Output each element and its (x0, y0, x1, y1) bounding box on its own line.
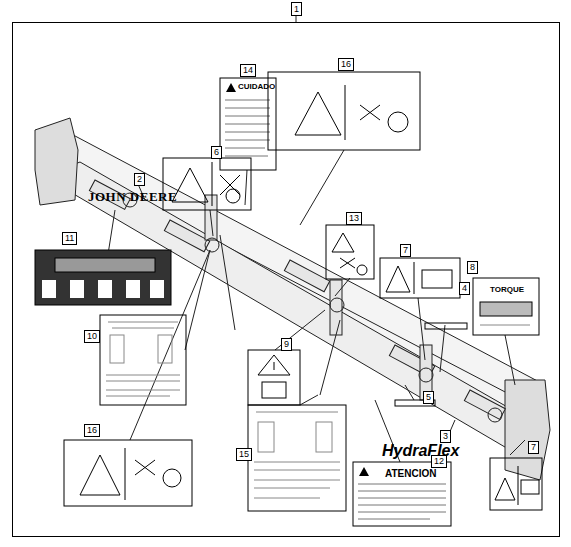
decal-heading: CUIDADO (238, 82, 275, 91)
model-logo: HydraFlex (382, 443, 459, 459)
brand-logo: JOHN DEERE (88, 190, 177, 203)
callout-number: 14 (240, 64, 256, 77)
callout-number: 7 (400, 244, 411, 257)
callout-number: 2 (134, 173, 145, 186)
callout-number: 11 (62, 232, 77, 245)
decal-heading: ATENCION (385, 468, 436, 479)
callout-number: 16 (84, 424, 100, 437)
decal-box: ATENCION (370, 467, 452, 481)
decal-box: CUIDADO (237, 81, 277, 97)
callout-number: 16 (338, 58, 354, 71)
callout-number: 7 (528, 441, 539, 454)
callout-number: 10 (84, 330, 100, 343)
callout-number: 13 (346, 212, 362, 225)
callout-number: 5 (423, 391, 434, 404)
callout-number: 1 (291, 2, 302, 16)
callout-number: 6 (211, 146, 222, 159)
callout-number: 15 (236, 448, 252, 461)
callout-number: 4 (459, 282, 470, 295)
callout-number: 9 (281, 338, 292, 351)
parts-frame: 1CUIDADOATENCIONTORQUE (12, 22, 560, 537)
callout-number: 8 (467, 261, 478, 274)
decal-box: TORQUE (476, 284, 538, 298)
decal-heading: TORQUE (490, 285, 524, 294)
callout-number: 3 (440, 430, 451, 443)
